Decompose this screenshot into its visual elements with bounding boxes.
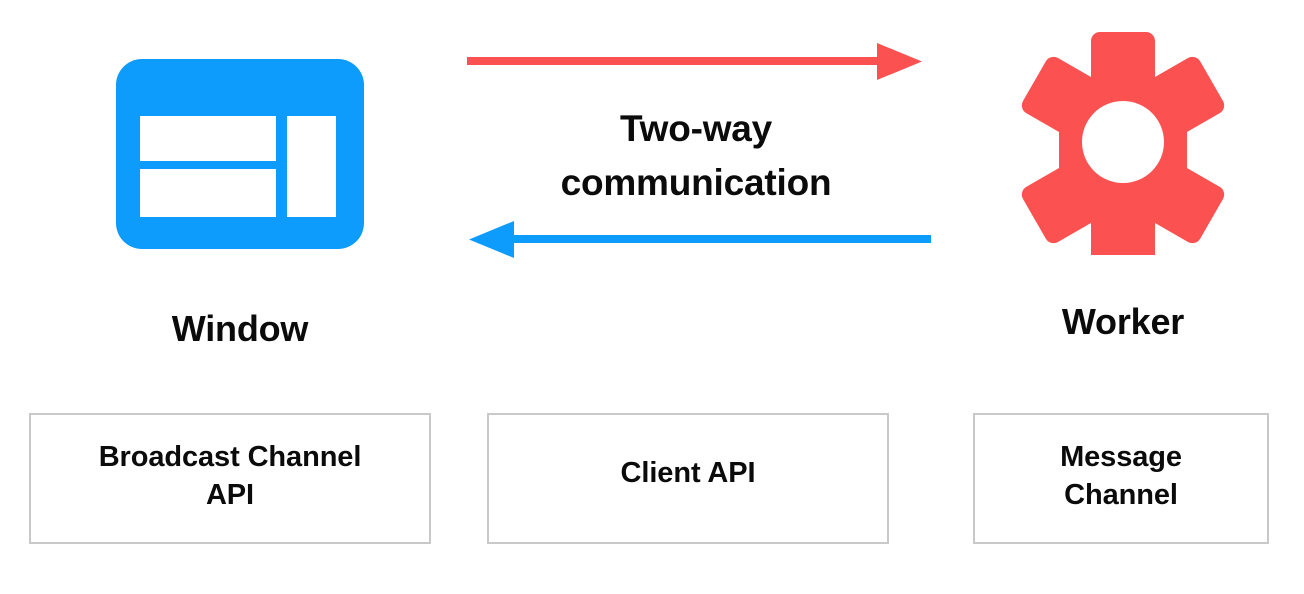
api-box-client-api-line-1: Client API [620,456,756,489]
worker-node-label: Worker [1061,301,1185,342]
api-box-client-api: Client API [487,413,889,544]
browser-window-icon [116,59,364,249]
api-box-message-channel: Message Channel [973,413,1269,544]
api-box-message-channel-line-1: Message [1060,440,1182,473]
window-pane-right [287,116,336,217]
connection-caption-line-2: communication [560,162,832,204]
api-box-message-channel-label: Message Channel [1050,439,1192,514]
api-box-broadcast-channel: Broadcast Channel API [29,413,431,544]
window-pane-bottom-left [140,169,276,217]
connection-caption-line-1: Two-way [619,108,773,149]
api-box-client-api-label: Client API [611,455,766,493]
api-box-broadcast-channel-line-1: Broadcast Channel [98,440,362,473]
api-box-broadcast-channel-line-2: API [205,478,255,511]
connection-caption: Two-way communication [463,102,929,210]
window-node-label: Window [171,308,309,349]
window-pane-top-left [140,116,276,161]
api-box-broadcast-channel-label: Broadcast Channel API [89,439,372,514]
api-box-message-channel-line-2: Channel [1064,478,1178,511]
arrow-window-to-worker [462,38,928,86]
arrow-worker-to-window [462,216,934,264]
gear-icon [1017,29,1229,255]
